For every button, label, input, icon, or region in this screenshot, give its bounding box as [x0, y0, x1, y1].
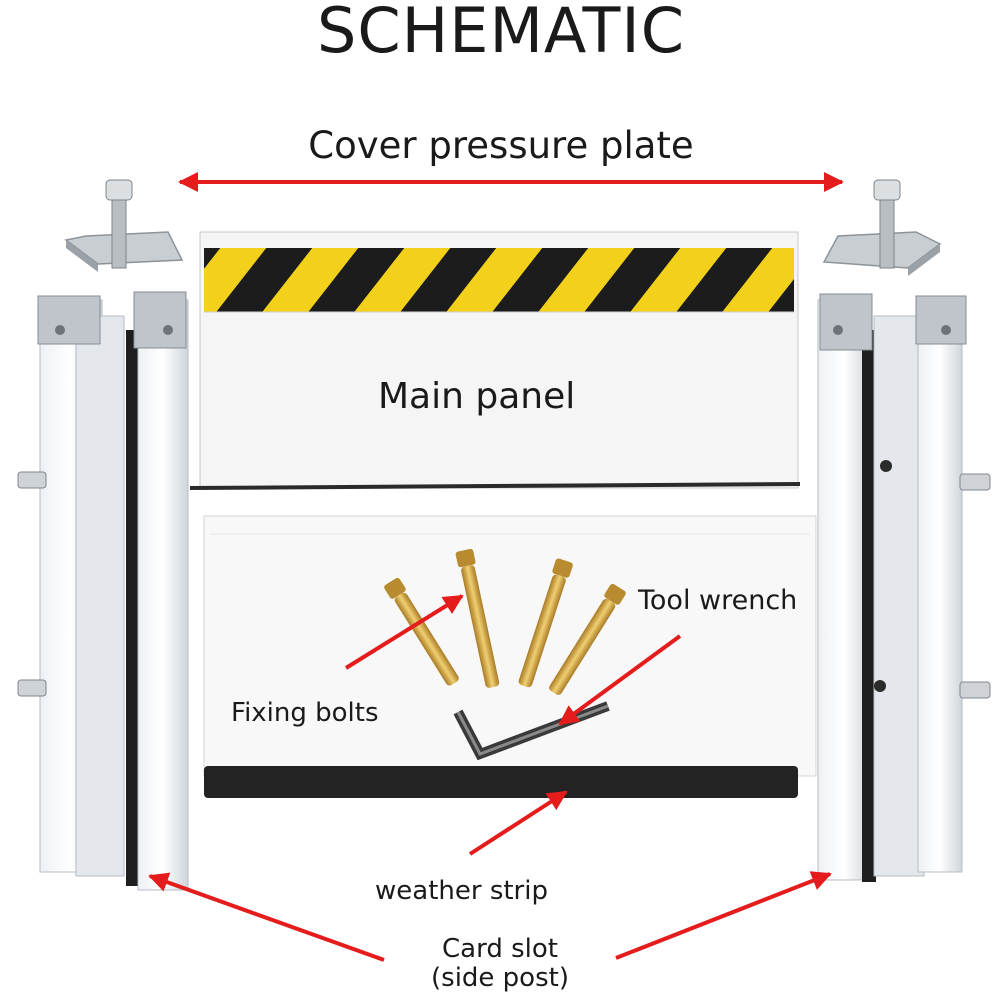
- fixing-bolts-arrow: [344, 594, 464, 670]
- right-card-slot-post: [817, 293, 991, 882]
- tool-wrench-label: Tool wrench: [638, 585, 798, 616]
- card-slot-label: Card slot (side post): [320, 935, 680, 993]
- lower-panel: [203, 515, 817, 798]
- weather-strip: [204, 766, 798, 798]
- right-cover-pressure-plate: [822, 179, 942, 276]
- card-slot-label-line1: Card slot: [442, 934, 558, 964]
- left-card-slot-post: [17, 291, 189, 891]
- weather-strip-label: weather strip: [375, 876, 548, 906]
- tool-wrench-arrow: [558, 634, 682, 726]
- cover-pressure-plate-label: Cover pressure plate: [308, 124, 694, 167]
- card-slot-left-arrow: [148, 872, 385, 962]
- diagram-title: SCHEMATIC: [317, 0, 685, 67]
- main-panel-label: Main panel: [378, 376, 576, 417]
- card-slot-right-arrow: [615, 871, 832, 960]
- card-slot-label-line2: (side post): [431, 963, 569, 993]
- left-cover-pressure-plate: [64, 179, 184, 272]
- main-panel: [189, 231, 801, 490]
- fixing-bolts-label: Fixing bolts: [231, 698, 379, 728]
- weather-strip-arrow: [468, 790, 568, 856]
- fixing-bolts: [384, 548, 626, 695]
